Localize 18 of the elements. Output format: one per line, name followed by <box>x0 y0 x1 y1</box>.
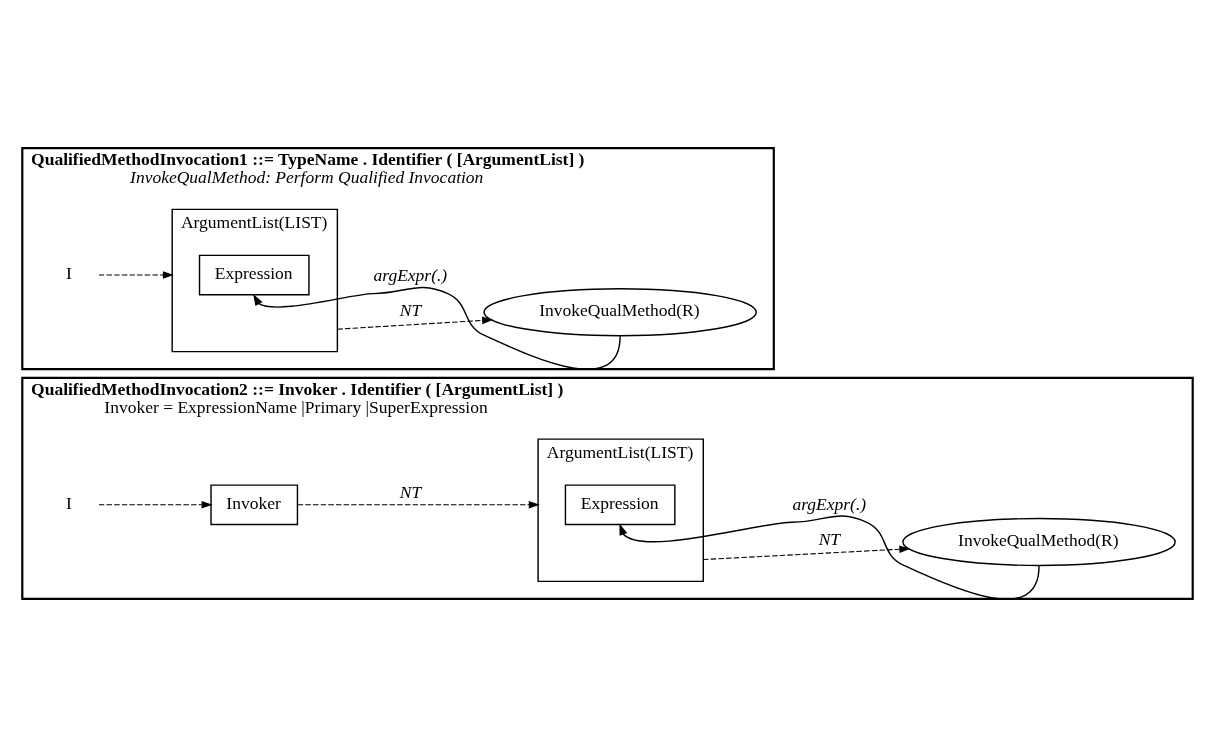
edge-label: NT <box>399 481 422 502</box>
edge-label: argExpr(.) <box>373 264 448 285</box>
arrow <box>98 500 213 509</box>
node-box: Invoker <box>210 483 299 525</box>
node-ellipse: InvokeQualMethod(R) <box>902 517 1176 566</box>
arrow <box>297 500 540 509</box>
arrow <box>98 270 174 279</box>
arrow <box>336 316 494 330</box>
node-text: I <box>66 492 72 513</box>
arrow <box>253 286 621 370</box>
edge-label: argExpr(.) <box>792 493 867 514</box>
node-text: I <box>66 262 72 283</box>
edge-label: NT <box>818 528 841 549</box>
arrow <box>702 544 911 560</box>
edge-label: NT <box>399 299 422 320</box>
node-box: Expression <box>198 254 310 295</box>
node-box: Expression <box>564 483 676 525</box>
arrow <box>619 514 1040 600</box>
